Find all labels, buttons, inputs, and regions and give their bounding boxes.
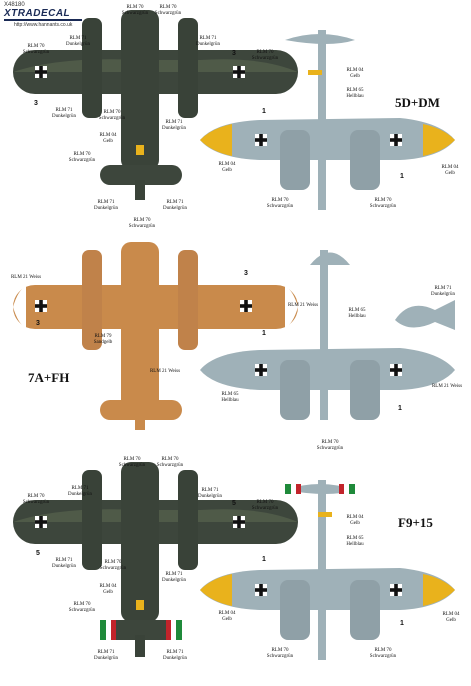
label-rlm21: RLM 21 Weiss <box>431 384 463 389</box>
number-1: 1 <box>400 620 404 627</box>
number-1: 1 <box>262 108 266 115</box>
number-5: 5 <box>36 550 40 557</box>
number-3: 3 <box>36 320 40 327</box>
number-3: 3 <box>232 50 236 57</box>
number-1: 1 <box>400 173 404 180</box>
number-3: 3 <box>34 100 38 107</box>
number-5: 5 <box>232 500 236 507</box>
aircraft-2-side-view <box>200 250 455 420</box>
aircraft-2-top-view <box>13 242 298 430</box>
aircraft-code-5d-dm: 5D+DM <box>395 95 440 110</box>
brand-name: XTRADECAL <box>4 8 71 19</box>
product-code: X48180 <box>4 2 25 8</box>
aircraft-3-top-view <box>13 462 298 657</box>
aircraft-3-side-view <box>200 480 455 660</box>
number-1: 1 <box>398 405 402 412</box>
label-rlm21: RLM 21 Weiss <box>149 369 181 374</box>
number-3: 3 <box>244 270 248 277</box>
label-rlm21: RLM 21 Weiss <box>10 275 42 280</box>
website-url: http://www.hannants.co.uk <box>14 22 73 28</box>
header-logo: X48180 XTRADECAL http://www.hannants.co.… <box>4 2 100 32</box>
aircraft-1-top-view <box>13 10 298 200</box>
aircraft-1-side-view <box>200 30 455 210</box>
label-rlm21: RLM 21 Weiss <box>287 303 319 308</box>
number-1: 1 <box>262 330 266 337</box>
aircraft-code-f9-15: F9+15 <box>398 515 433 530</box>
aircraft-code-7a-fh: 7A+FH <box>28 370 70 385</box>
logo-bar <box>4 19 82 21</box>
number-1: 1 <box>262 556 266 563</box>
